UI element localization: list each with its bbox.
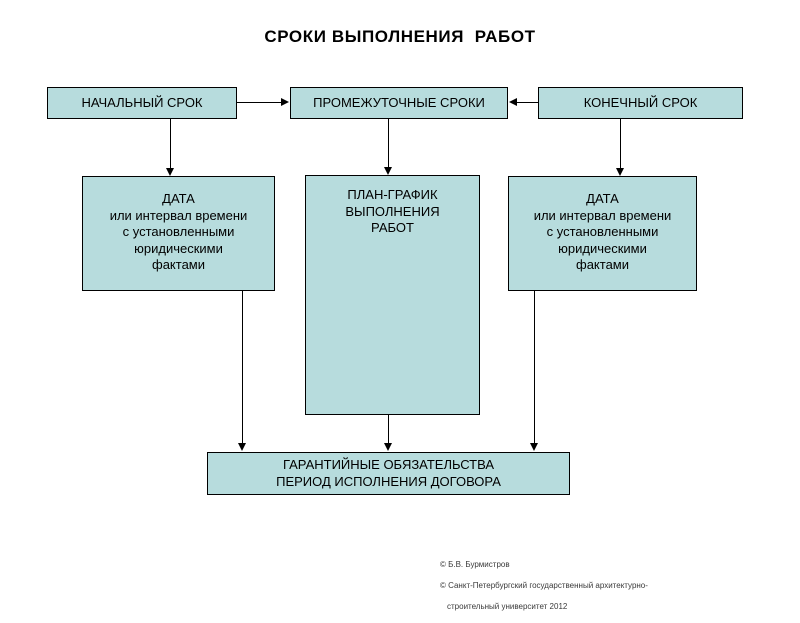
node-final-term-label: КОНЕЧНЫЙ СРОК [583, 94, 698, 110]
arrow-down-icon-plan-to-guarantee [383, 443, 392, 451]
node-guarantee-obligations-label: ГАРАНТИЙНЫЕ ОБЯЗАТЕЛЬСТВА ПЕРИОД ИСПОЛНЕ… [276, 457, 501, 489]
arrow-left-icon-final-to-interim [509, 98, 517, 106]
arrow-down-icon-interim-to-plan [383, 167, 392, 175]
slide-canvas: СРОКИ ВЫПОЛНЕНИЯ РАБОТ НАЧАЛЬНЫЙ СРОК ПР… [47, 27, 743, 611]
arrow-right-icon-initial-to-interim [281, 98, 289, 106]
node-date-right-label: ДАТА или интервал времени с установленны… [533, 191, 672, 272]
node-date-right[interactable]: ДАТА или интервал времени с установленны… [508, 176, 697, 291]
node-initial-term-label: НАЧАЛЬНЫЙ СРОК [81, 94, 203, 110]
node-date-left[interactable]: ДАТА или интервал времени с установленны… [82, 176, 275, 291]
node-initial-term[interactable]: НАЧАЛЬНЫЙ СРОК [47, 87, 237, 119]
node-interim-terms[interactable]: ПРОМЕЖУТОЧНЫЕ СРОКИ [290, 87, 508, 119]
arrow-down-icon-initial-to-date-left [165, 168, 174, 176]
connector-date-right-to-guarantee-line [534, 291, 535, 444]
credits-org-line-1: © Санкт-Петербургский государственный ар… [440, 580, 648, 590]
arrow-down-icon-date-right-to-guarantee [529, 443, 538, 451]
arrow-down-icon-final-to-date-right [615, 168, 624, 176]
credits-author: © Б.В. Бурмистров [440, 559, 510, 569]
credits-org-line-2: строительный университет 2012 [447, 601, 568, 611]
node-plan-schedule-label: ПЛАН-ГРАФИК ВЫПОЛНЕНИЯ РАБОТ [345, 187, 440, 235]
node-plan-schedule[interactable]: ПЛАН-ГРАФИК ВЫПОЛНЕНИЯ РАБОТ [305, 175, 480, 415]
node-interim-terms-label: ПРОМЕЖУТОЧНЫЕ СРОКИ [313, 94, 485, 110]
node-final-term[interactable]: КОНЕЧНЫЙ СРОК [538, 87, 743, 119]
connector-final-to-date-right-line [620, 119, 621, 169]
connector-initial-to-date-left-line [170, 119, 171, 169]
connector-final-to-interim-line [517, 102, 538, 103]
page-title: СРОКИ ВЫПОЛНЕНИЯ РАБОТ [264, 27, 536, 46]
node-guarantee-obligations[interactable]: ГАРАНТИЙНЫЕ ОБЯЗАТЕЛЬСТВА ПЕРИОД ИСПОЛНЕ… [207, 452, 570, 495]
credits-block: © Б.В. Бурмистров © Санкт-Петербургский … [440, 549, 770, 623]
connector-date-left-to-guarantee-line [242, 291, 243, 444]
connector-initial-to-interim-line [237, 102, 281, 103]
arrow-down-icon-date-left-to-guarantee [237, 443, 246, 451]
connector-interim-to-plan-line [388, 119, 389, 168]
node-date-left-label: ДАТА или интервал времени с установленны… [109, 191, 248, 272]
connector-plan-to-guarantee-line [388, 415, 389, 444]
